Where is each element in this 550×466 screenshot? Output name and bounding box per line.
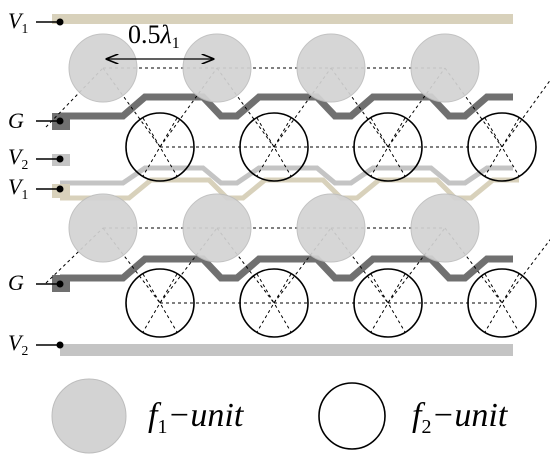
dimension-label: 0.5λ1	[128, 20, 180, 52]
f2-unit-1-3	[467, 268, 537, 338]
f1-unit-1-3	[410, 193, 480, 263]
spoke-1-3-1	[484, 273, 520, 333]
legend-f1-label: f1−unit	[148, 397, 245, 438]
pointer-g-bottom-dot	[56, 280, 64, 288]
label-v1-top: V1	[8, 8, 28, 36]
lattice-d-0-2a	[330, 67, 389, 148]
spoke-1-0-2	[142, 273, 178, 333]
legend-f1-swatch	[51, 378, 127, 454]
f2-unit-1-0	[125, 268, 195, 338]
lattice-d-1-1a	[216, 227, 275, 304]
pointer-v2-bottom-dot	[56, 341, 64, 349]
lattice-d-1-3a	[444, 227, 503, 304]
f1-unit-1-0	[68, 193, 138, 263]
pointer-v2-top-dot	[56, 155, 64, 163]
lattice-d-1-3b	[501, 239, 550, 304]
f2-unit-1-1	[239, 268, 309, 338]
pointer-v1-top-dot	[56, 18, 64, 26]
f2-unit-0-0	[125, 112, 195, 182]
lattice-d-1-0a	[102, 227, 161, 304]
spoke-0-3-2	[484, 117, 520, 177]
feed-lines	[52, 14, 519, 356]
f1-unit-0-3	[410, 33, 480, 103]
lattice-d-0-1a	[216, 67, 275, 148]
f1-unit-1-1	[182, 193, 252, 263]
f1-unit-0-2	[296, 33, 366, 103]
spoke-0-0-2	[142, 117, 178, 177]
v1-line	[52, 14, 513, 24]
lattice-d-0-0a	[102, 67, 161, 148]
spoke-1-1-2	[256, 273, 292, 333]
f2-unit-0-1	[239, 112, 309, 182]
f1-unit-1-2	[296, 193, 366, 263]
lattice-d-0-2b	[387, 67, 446, 148]
label-g-top: G	[8, 108, 24, 133]
spoke-1-1-1	[256, 273, 292, 333]
v1-line-mid	[60, 177, 519, 201]
spoke-1-2-2	[370, 273, 406, 333]
lattice-d-0-3b	[501, 79, 550, 148]
spoke-0-0-1	[142, 117, 178, 177]
lattice-d-0-3a	[444, 67, 503, 148]
legend: f1−unit f2−unit	[51, 378, 509, 454]
lattice-d-1-2a	[330, 227, 389, 304]
f1-unit-0-1	[182, 33, 252, 103]
v2-line	[60, 344, 513, 356]
array-units	[68, 33, 537, 338]
spoke-1-3-2	[484, 273, 520, 333]
pointer-v1-mid-dot	[56, 185, 64, 193]
g-line-top	[60, 93, 513, 120]
f2-unit-0-2	[353, 112, 423, 182]
g-line-bottom	[60, 255, 513, 282]
f1-unit-0-0	[68, 33, 138, 103]
spoke-0-2-1	[370, 117, 406, 177]
spoke-1-2-1	[370, 273, 406, 333]
lattice-d-0-1b	[273, 67, 332, 148]
legend-f2-swatch	[318, 382, 386, 450]
f2-unit-1-2	[353, 268, 423, 338]
label-v1-mid: V1	[8, 174, 28, 202]
spoke-0-3-1	[484, 117, 520, 177]
spoke-0-2-2	[370, 117, 406, 177]
spoke-0-1-2	[256, 117, 292, 177]
label-v2-top: V2	[8, 144, 28, 172]
label-v2-bottom: V2	[8, 330, 28, 358]
v2-line-top	[60, 165, 513, 186]
pointer-g-top-dot	[56, 117, 64, 125]
spoke-0-1-1	[256, 117, 292, 177]
lattice-d-0-0b	[159, 67, 218, 148]
label-g-bottom: G	[8, 270, 24, 295]
legend-f2-label: f2−unit	[412, 397, 509, 438]
spoke-1-0-1	[142, 273, 178, 333]
f2-unit-0-3	[467, 112, 537, 182]
